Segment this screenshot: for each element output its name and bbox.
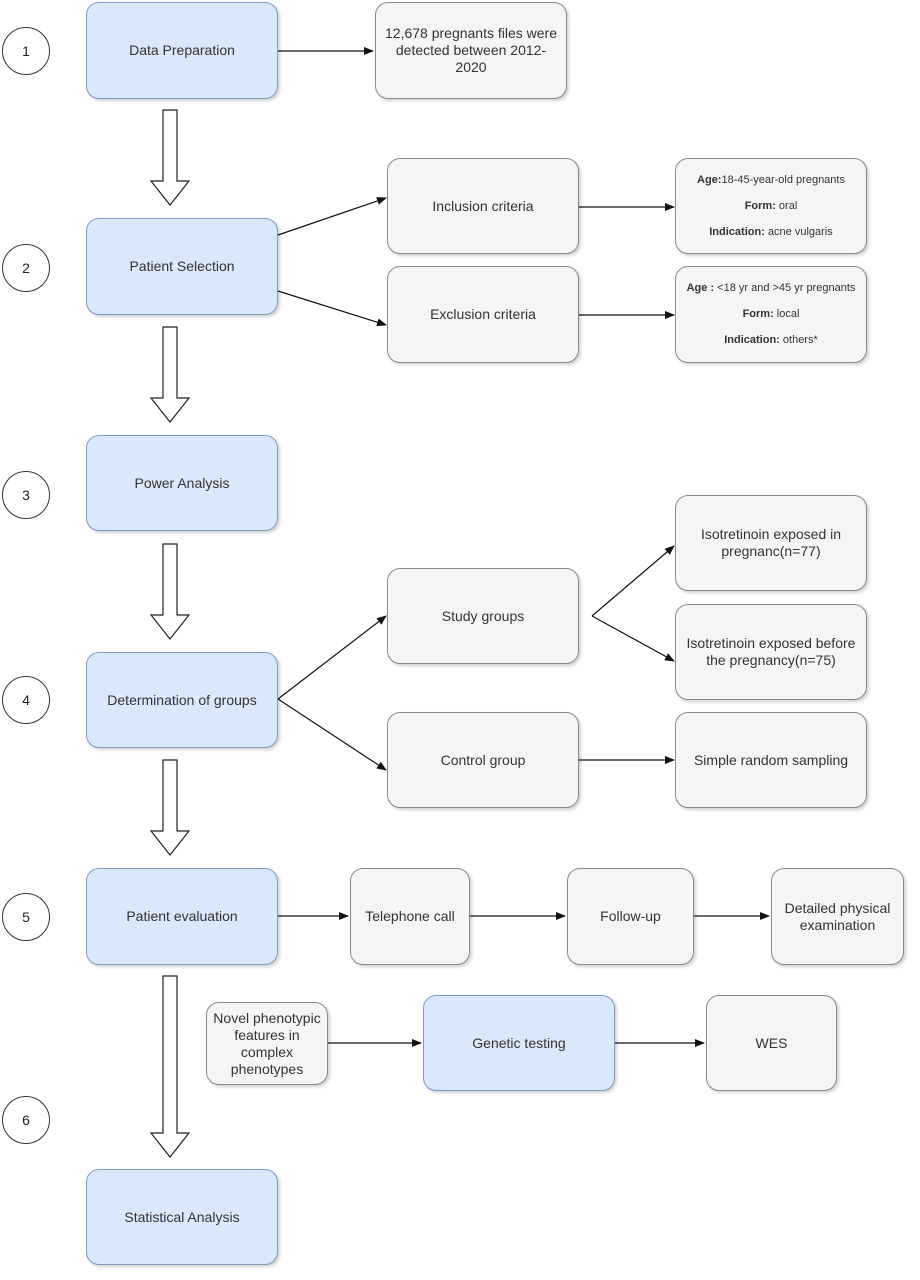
inclusion-form-value: oral [775,199,798,212]
step-number-2: 2 [2,244,50,292]
arrow-study-exposed-in [591,545,675,617]
step-number-1: 1 [2,27,50,75]
step-number-5: 5 [2,893,50,941]
step-number-4: 4 [2,676,50,724]
inclusion-details-box: Age:18-45-year-old pregnants Form: oral … [675,158,867,254]
inclusion-indication-line: Indication: acne vulgaris [709,226,832,239]
telephone-call-box: Telephone call [350,868,470,965]
exposed-before-pregnancy-box: Isotretinoin exposed before the pregnanc… [675,604,867,700]
patient-evaluation-box: Patient evaluation [86,868,278,965]
statistical-analysis-box: Statistical Analysis [86,1169,278,1265]
hollow-arrow-2 [149,326,191,423]
hollow-arrow-3 [149,543,191,640]
inclusion-age-value: 18-45-year-old pregnants [721,173,845,186]
genetic-testing-box: Genetic testing [423,995,615,1091]
inclusion-indication-label: Indication: [709,225,765,238]
exclusion-age-value: <18 yr and >45 yr pregnants [714,281,856,294]
power-analysis-box: Power Analysis [86,435,278,531]
inclusion-age-label: Age: [697,173,722,186]
control-group-box: Control group [387,712,579,808]
follow-up-box: Follow-up [567,868,694,965]
simple-random-sampling-box: Simple random sampling [675,712,867,808]
exclusion-criteria-box: Exclusion criteria [387,266,579,363]
hollow-arrow-1 [149,109,191,206]
arrow-groups-study [277,615,387,700]
exclusion-details-box: Age : <18 yr and >45 yr pregnants Form: … [675,266,867,363]
patient-selection-box: Patient Selection [86,218,278,315]
exclusion-form-value: local [773,307,800,320]
hollow-arrow-5 [149,975,191,1158]
exposed-in-pregnancy-box: Isotretinoin exposed in pregnanc(n=77) [675,495,867,591]
arrow-study-exposed-before [591,615,675,662]
hollow-arrow-4 [149,759,191,856]
study-groups-box: Study groups [387,568,579,664]
inclusion-criteria-box: Inclusion criteria [387,158,579,254]
step-number-6: 6 [2,1096,50,1144]
arrow-selection-inclusion [277,197,387,236]
inclusion-form-label: Form: [744,199,776,212]
data-preparation-box: Data Preparation [86,2,278,99]
step-number-3: 3 [2,471,50,519]
arrow-selection-exclusion [277,290,387,327]
exclusion-indication-value: others* [779,334,818,347]
files-detected-box: 12,678 pregnants files were detected bet… [375,2,567,99]
determination-of-groups-box: Determination of groups [86,652,278,748]
wes-box: WES [706,995,837,1091]
exclusion-indication-label: Indication: [724,334,780,347]
novel-phenotypic-features-box: Novel phenotypic features in complex phe… [206,1002,328,1085]
inclusion-indication-value: acne vulgaris [764,225,833,238]
detailed-physical-examination-box: Detailed physical examination [771,868,904,965]
inclusion-form-line: Form: oral [745,200,798,213]
exclusion-form-label: Form: [742,307,774,320]
arrow-groups-control [277,698,387,771]
exclusion-age-line: Age : <18 yr and >45 yr pregnants [687,282,856,295]
inclusion-age-line: Age:18-45-year-old pregnants [697,174,845,187]
exclusion-form-line: Form: local [743,308,800,321]
exclusion-age-label: Age : [686,281,715,294]
exclusion-indication-line: Indication: others* [724,334,818,347]
